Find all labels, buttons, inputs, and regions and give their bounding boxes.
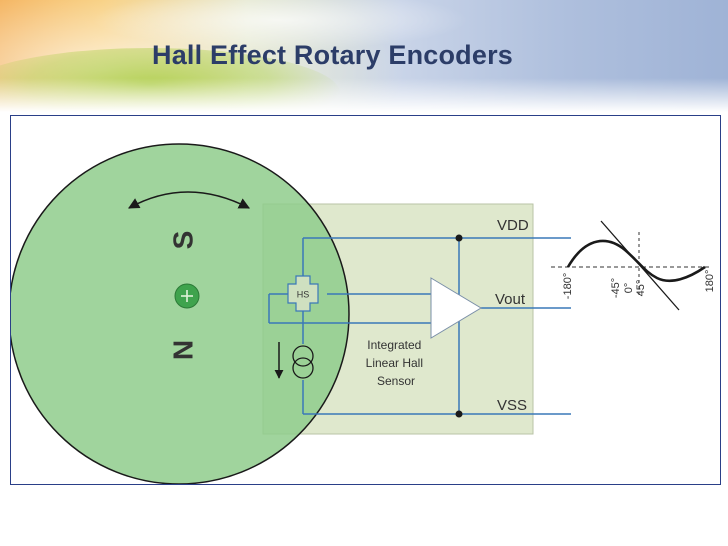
pin-vss-label: VSS [497, 397, 527, 414]
angle-label: 180° [704, 270, 716, 293]
slide-title: Hall Effect Rotary Encoders [152, 40, 514, 70]
slide-header: Hall Effect Rotary Encoders [0, 0, 728, 112]
pole-s-label: S [167, 231, 198, 250]
chip-label: Integrated Linear Hall Sensor [366, 338, 427, 388]
rotation-arrow-icon [128, 191, 250, 209]
pole-n-label: N [167, 340, 198, 360]
hall-sensor-label: HS [297, 289, 310, 299]
angle-label: -45° [610, 278, 622, 298]
current-source-icon [292, 345, 314, 379]
rotating-magnet-disc [11, 143, 350, 484]
waveform-curve [566, 239, 706, 283]
junction-dot [455, 410, 463, 418]
angle-label: -180° [562, 273, 574, 299]
chip-label-line: Integrated [367, 338, 421, 352]
angle-label: 45° [635, 280, 647, 297]
pin-vdd-label: VDD [497, 217, 529, 234]
diagram-frame: S N [10, 115, 721, 485]
chip-label-line: Sensor [377, 374, 415, 388]
pin-vout-label: Vout [495, 291, 526, 308]
junction-dot [455, 234, 463, 242]
amplifier-symbol [430, 277, 482, 339]
header-fade [0, 78, 728, 112]
angle-label: 0° [623, 283, 635, 294]
hall-sensor-element [287, 275, 319, 312]
header-swoosh [90, 0, 470, 50]
chip-label-line: Linear Hall [366, 356, 423, 370]
circuit-wires [268, 237, 571, 415]
output-waveform [551, 220, 709, 311]
hall-encoder-diagram: S N [11, 143, 716, 484]
rotation-center-icon [174, 283, 200, 309]
